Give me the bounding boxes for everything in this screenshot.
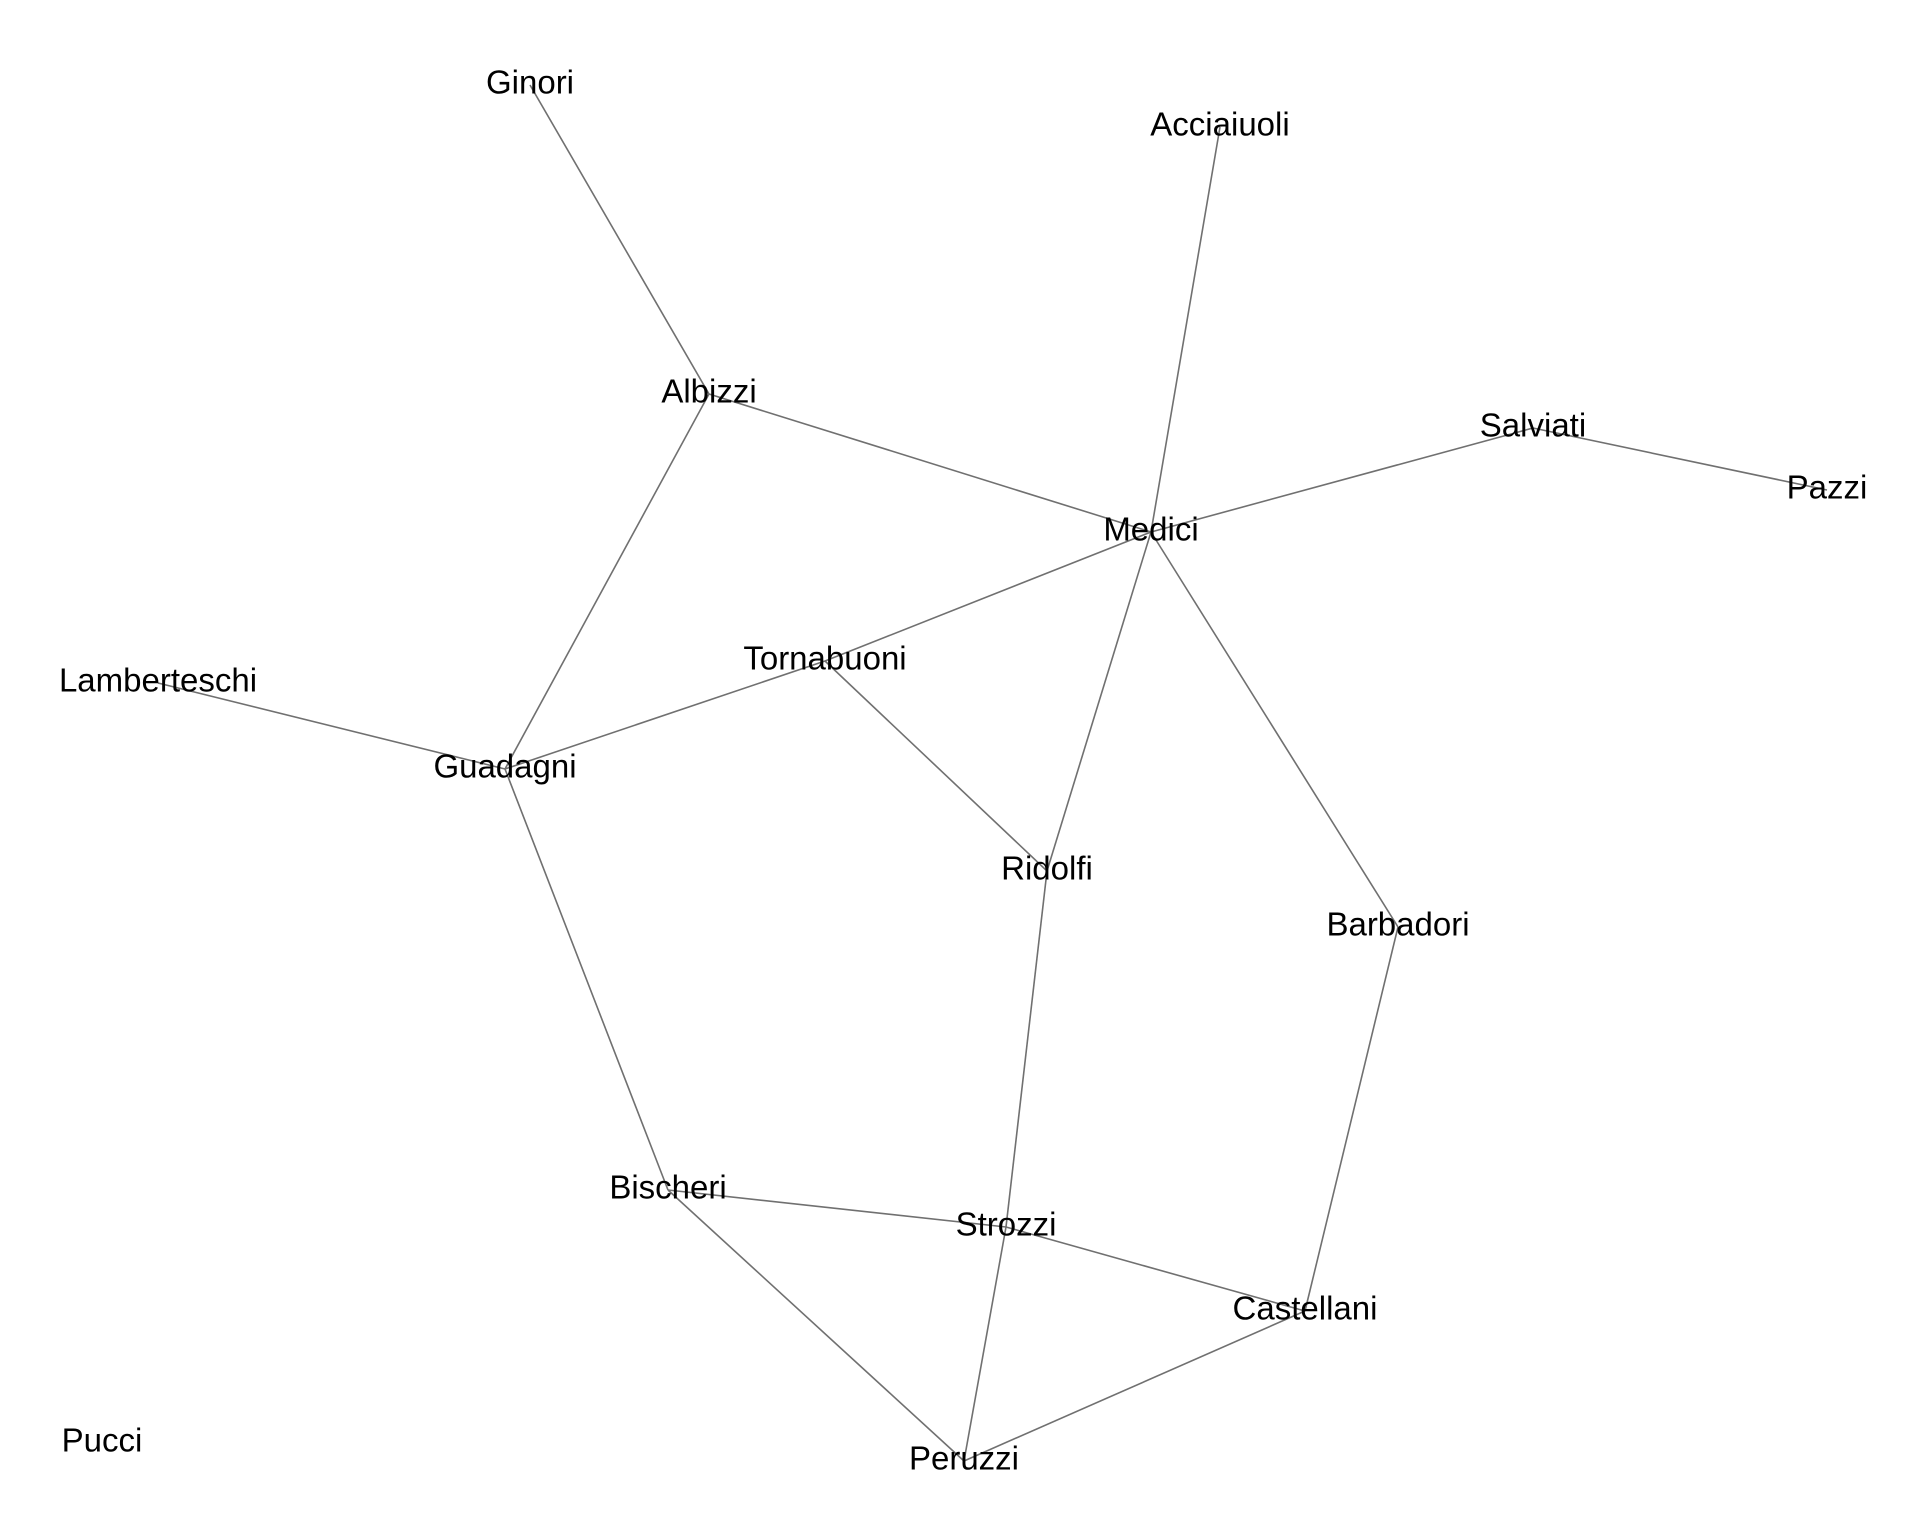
edge-barbadori-castellani (1304, 926, 1399, 1312)
edge-ginori-albizzi (529, 84, 710, 395)
edge-bischeri-peruzzi (667, 1189, 965, 1462)
edge-medici-barbadori (1150, 531, 1399, 928)
node-lamberteschi: Lamberteschi (59, 662, 257, 699)
edge-tornabuoni-ridolfi (824, 660, 1048, 872)
edge-albizzi-medici (708, 393, 1152, 533)
edge-strozzi-peruzzi (963, 1226, 1007, 1462)
node-acciaiuoli: Acciaiuoli (1150, 106, 1289, 143)
edge-strozzi-castellani (1005, 1226, 1306, 1312)
node-ridolfi: Ridolfi (1001, 850, 1093, 887)
edge-medici-tornabuoni (824, 531, 1152, 662)
edge-layer (157, 84, 1828, 1462)
edge-guadagni-bischeri (504, 768, 669, 1191)
edge-bischeri-strozzi (667, 1189, 1007, 1228)
edge-salviati-pazzi (1532, 427, 1828, 491)
edge-tornabuoni-guadagni (504, 660, 826, 770)
node-strozzi: Strozzi (956, 1206, 1057, 1243)
edge-acciaiuoli-medici (1150, 126, 1221, 533)
node-barbadori: Barbadori (1326, 906, 1469, 943)
label-layer: GinoriAcciaiuoliAlbizziSalviatiPazziMedi… (59, 64, 1867, 1477)
edge-albizzi-guadagni (504, 393, 710, 770)
node-bischeri: Bischeri (609, 1169, 726, 1206)
edge-lamberteschi-guadagni (157, 682, 506, 770)
edge-medici-ridolfi (1046, 531, 1152, 872)
node-tornabuoni: Tornabuoni (743, 640, 906, 677)
node-peruzzi: Peruzzi (909, 1440, 1019, 1477)
node-medici: Medici (1103, 511, 1198, 548)
edge-ridolfi-strozzi (1005, 870, 1048, 1228)
node-pucci: Pucci (62, 1422, 143, 1459)
node-pazzi: Pazzi (1787, 469, 1868, 506)
node-albizzi: Albizzi (661, 373, 756, 410)
node-salviati: Salviati (1480, 407, 1586, 444)
node-castellani: Castellani (1233, 1290, 1378, 1327)
edge-salviati-medici (1150, 427, 1534, 533)
edge-castellani-peruzzi (963, 1310, 1306, 1462)
node-ginori: Ginori (486, 64, 574, 101)
node-guadagni: Guadagni (433, 748, 576, 785)
